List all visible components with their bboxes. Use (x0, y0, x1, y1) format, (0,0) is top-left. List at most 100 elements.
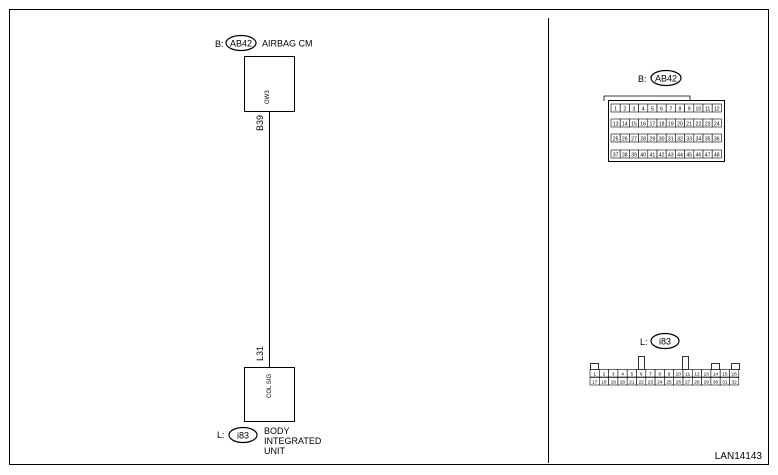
connector-i83-key (682, 356, 689, 370)
connector-i83-key (590, 363, 599, 370)
wire-label-lower: L31 (255, 346, 265, 361)
airbag-cm-box (244, 56, 295, 112)
connector-i83-pin-number: 25 (666, 379, 672, 385)
connector-i83-key (638, 356, 645, 370)
connector-ab42-pin-number: 48 (714, 152, 720, 158)
connector-i83-pin-number: 31 (722, 379, 728, 385)
connector-ab42-lock (603, 95, 691, 101)
connector-ab42-prefix: B: (638, 74, 647, 84)
connector-ab42-pin-number: 31 (668, 136, 674, 142)
connector-i83-key (731, 363, 740, 370)
connector-ab42-pin-number: 43 (668, 152, 674, 158)
connector-i83-pin-number: 19 (611, 379, 617, 385)
connector-i83-pin-number: 15 (722, 371, 728, 377)
connector-i83-pin-number: 16 (731, 371, 737, 377)
connector-ab42-pin-number: 41 (650, 152, 656, 158)
connector-ab42-pin-number: 7 (669, 106, 672, 112)
connector-i83-pin-number: 9 (668, 371, 671, 377)
connector-ab42-pin-number: 26 (622, 136, 628, 142)
body-unit-box (244, 367, 295, 422)
connector-i83-pin-cell (729, 377, 740, 386)
connector-ab42-pin-number: 42 (659, 152, 665, 158)
connector-i83-pin-number: 12 (694, 371, 700, 377)
connector-i83-pin-number: 28 (694, 379, 700, 385)
connector-ab42-pin-number: 28 (640, 136, 646, 142)
body-unit-name-line-1: BODY (264, 426, 290, 436)
connector-i83-header: L: i83 (640, 332, 680, 350)
connector-ab42-pin-number: 8 (679, 106, 682, 112)
connector-i83-pin-number: 20 (620, 379, 626, 385)
connector-ab42-pin-number: 27 (631, 136, 637, 142)
body-unit-connector-oval (228, 426, 258, 444)
connector-i83-pin-number: 11 (685, 371, 690, 377)
body-unit-name-line-3: UNIT (264, 446, 285, 456)
connector-ab42-pin-cell (711, 149, 722, 159)
connector-i83-pin-number: 26 (676, 379, 682, 385)
diagram-frame (9, 9, 769, 465)
connector-ab42-pin-number: 11 (705, 106, 710, 112)
connector-ab42-pin-number: 40 (640, 152, 646, 158)
connector-ab42-pin-number: 19 (668, 121, 674, 127)
airbag-cm-prefix: B: (215, 39, 224, 49)
connector-ab42-pin-number: 10 (696, 106, 702, 112)
connector-i83-prefix: L: (640, 337, 648, 347)
connector-i83-pin-number: 7 (649, 371, 652, 377)
body-unit-pin-signal: COL SIG (267, 374, 273, 398)
connector-i83-pin-number: 13 (704, 371, 710, 377)
connector-i83-pin-number: 8 (658, 371, 661, 377)
connector-ab42-pin-number: 4 (642, 106, 645, 112)
connector-i83-pin-number: 3 (612, 371, 615, 377)
connector-i83-pin-number: 1 (593, 371, 596, 377)
connector-ab42-oval (650, 69, 682, 87)
connector-ab42-pin-number: 9 (688, 106, 691, 112)
connector-ab42-pin-number: 47 (705, 152, 711, 158)
connector-ab42-pin-number: 20 (677, 121, 683, 127)
body-unit-header: L: i83 BODY INTEGRATED UNIT (217, 426, 322, 456)
connector-ab42-pin-number: 21 (686, 121, 692, 127)
connector-ab42-pin-number: 39 (631, 152, 637, 158)
body-unit-prefix: L: (217, 430, 225, 440)
connector-ab42-pin-number: 17 (650, 121, 656, 127)
connector-ab42-pin-number: 14 (622, 121, 628, 127)
connector-ab42-id: AB42 (655, 74, 677, 84)
connector-i83-pin-number: 10 (676, 371, 682, 377)
connector-ab42-pin-number: 23 (705, 121, 711, 127)
connector-ab42-pin-number: 38 (622, 152, 628, 158)
connector-ab42-pin-number: 33 (686, 136, 692, 142)
connector-ab42-pin-number: 46 (696, 152, 702, 158)
airbag-cm-header: B: AB42 AIRBAG CM (215, 34, 313, 52)
connector-i83-oval (650, 332, 680, 350)
airbag-cm-connector-oval (225, 34, 257, 52)
connector-ab42-pin-number: 2 (623, 106, 626, 112)
connector-ab42-pin-number: 5 (651, 106, 654, 112)
connector-i83-pin-number: 4 (621, 371, 624, 377)
connector-i83-pin-number: 24 (657, 379, 663, 385)
wire-label-upper: B39 (255, 115, 265, 131)
connector-i83-pin-number: 30 (713, 379, 719, 385)
connector-i83-pin-cell (729, 369, 740, 378)
connector-ab42-pin-number: 29 (650, 136, 656, 142)
connector-ab42-pin-number: 12 (714, 106, 720, 112)
connector-ab42-pin-number: 44 (677, 152, 683, 158)
connector-ab42-pin-number: 24 (714, 121, 720, 127)
connector-ab42-pin-number: 6 (660, 106, 663, 112)
connector-ab42-pin-number: 35 (705, 136, 711, 142)
connector-ab42-pin-number: 34 (696, 136, 702, 142)
connector-i83-pin-number: 5 (631, 371, 634, 377)
connector-ab42-pin-number: 1 (614, 106, 617, 112)
connector-ab42-pin-number: 18 (659, 121, 665, 127)
connector-i83-pin-number: 17 (592, 379, 598, 385)
body-unit-name-line-2: INTEGRATED (264, 436, 322, 446)
airbag-cm-pin-signal: GW3 (265, 90, 271, 104)
connector-i83-pin-number: 6 (640, 371, 643, 377)
connector-i83-pin-number: 23 (648, 379, 654, 385)
connector-ab42-pin-cell (711, 118, 722, 128)
connector-i83-id: i83 (659, 337, 671, 347)
connector-ab42-pin-number: 3 (633, 106, 636, 112)
connector-ab42-pin-number: 15 (631, 121, 637, 127)
connector-ab42-pin-number: 30 (659, 136, 665, 142)
connector-ab42-pin-cell (711, 133, 722, 143)
